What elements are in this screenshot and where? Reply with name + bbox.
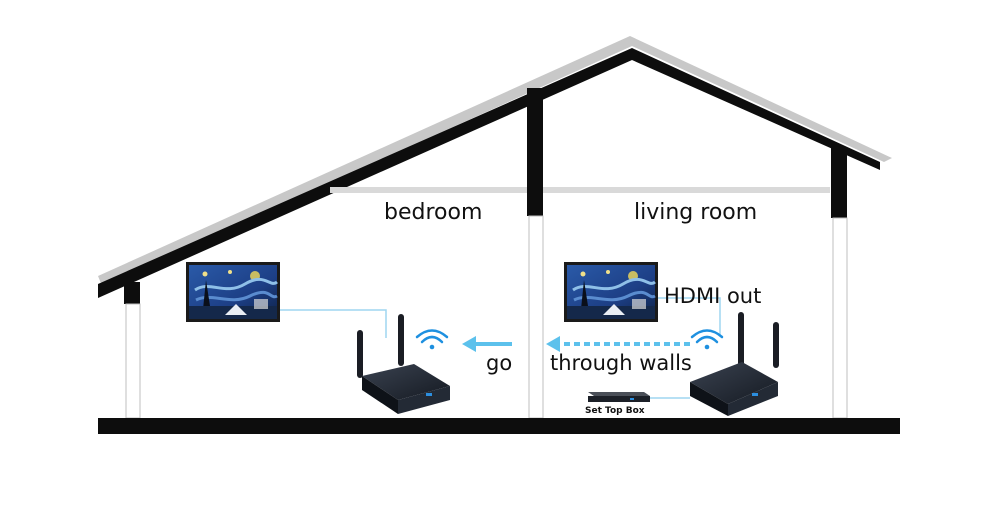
cables — [278, 297, 721, 399]
roof-outline — [98, 36, 892, 286]
receiver-antenna-left — [357, 330, 363, 378]
arrow-left-icon — [546, 336, 690, 352]
receiver-device — [357, 314, 450, 414]
tv-screen-icon — [189, 270, 278, 319]
wifi-icon — [415, 329, 449, 350]
bedroom-label: bedroom — [384, 200, 482, 225]
wireless-box-icon — [690, 312, 779, 416]
transmitter-antenna-right — [773, 322, 779, 368]
walls — [124, 88, 848, 419]
middle-wall-cap — [527, 88, 543, 216]
wireless-box-icon — [357, 314, 450, 414]
living-room-label: living room — [634, 200, 757, 225]
middle-wall — [528, 215, 544, 419]
receiver-antenna-right — [398, 314, 404, 366]
left-wall-cap — [124, 282, 140, 304]
wifi-left — [415, 329, 449, 350]
arrow-left-icon — [462, 336, 512, 352]
left-wall — [125, 303, 141, 419]
wifi-right — [690, 329, 724, 350]
go-label: go — [486, 351, 512, 375]
right-wall — [832, 217, 848, 419]
set-top-box-label: Set Top Box — [585, 406, 645, 416]
roof-beam — [98, 48, 880, 298]
transmitter-antenna-left — [738, 312, 744, 366]
transmitter-device — [690, 312, 779, 416]
floor — [98, 418, 900, 434]
signal-arrows — [462, 336, 690, 352]
wifi-icon — [690, 329, 724, 350]
set-top-box — [588, 392, 650, 402]
tv-right — [564, 262, 658, 322]
right-wall-cap — [831, 148, 847, 218]
hdmi-out-label: HDMI out — [664, 284, 761, 308]
cable-left-tv — [278, 309, 387, 338]
roof — [98, 36, 892, 298]
tv-screen-icon — [567, 270, 656, 319]
tv-left — [186, 262, 280, 322]
through-walls-label: through walls — [550, 351, 692, 375]
cable-right-tv — [656, 297, 721, 336]
set-top-box-icon — [588, 392, 650, 402]
